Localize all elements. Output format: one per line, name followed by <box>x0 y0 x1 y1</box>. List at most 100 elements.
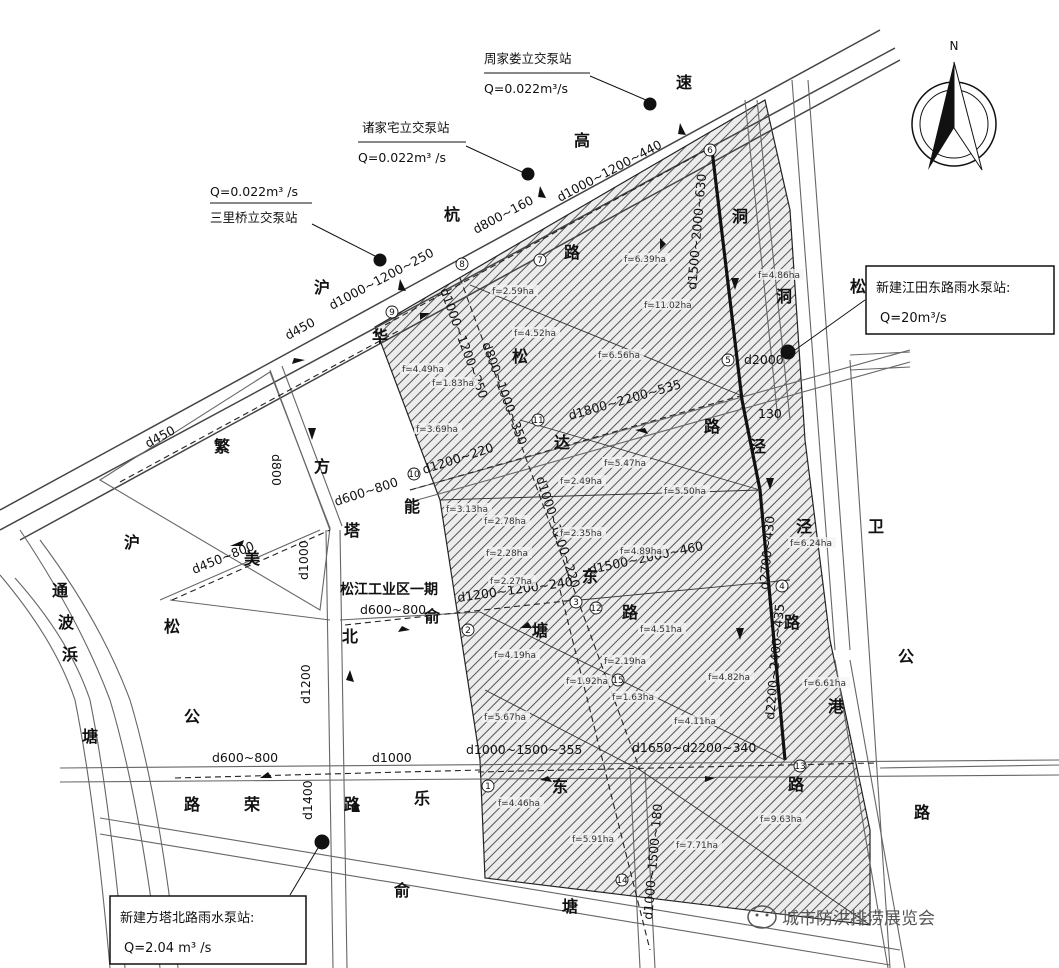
road-label: 速 <box>676 73 692 92</box>
road-label: 达 <box>554 433 570 452</box>
node-circle <box>455 257 469 271</box>
area-label: f=2.28ha <box>486 549 528 559</box>
pump-box-east-line1: 新建江田东路雨水泵站: <box>876 280 1010 296</box>
area-label-bg <box>618 545 666 556</box>
pump-box-south: 新建方塔北路雨水泵站: Q=2.04 m³ /s <box>109 895 307 965</box>
road-label: 路 <box>704 417 721 436</box>
road-label: 路 <box>344 795 361 814</box>
area-label-bg <box>788 537 836 548</box>
node-number: 3 <box>573 598 579 608</box>
area-label-bg <box>414 423 462 434</box>
area-label-bg <box>512 327 560 338</box>
road-label: 华 <box>372 327 388 346</box>
jiangtian-pump-dot <box>780 344 796 360</box>
road-label: 路 <box>914 803 931 822</box>
road-label: 杭 <box>444 205 460 224</box>
pipe-label: d1200 <box>298 664 313 704</box>
wechat-icon <box>747 905 777 929</box>
area-label: f=4.46ha <box>498 799 540 809</box>
pipe-label: d1650~d2200~340 <box>632 740 756 755</box>
zhujiazhai-station-flow: Q=0.022m³ /s <box>358 150 446 165</box>
node-circle <box>407 467 421 481</box>
area-label-bg <box>674 839 722 850</box>
area-label: f=2.27ha <box>490 577 532 587</box>
area-label-bg <box>444 503 492 514</box>
node-number: 9 <box>389 308 395 318</box>
north-label: N <box>950 39 959 53</box>
node-circle <box>721 353 735 367</box>
zhujiazhai-station-name: 诸家宅立交泵站 <box>362 120 450 135</box>
road-label: 俞 <box>393 881 411 900</box>
area-label: f=2.78ha <box>484 517 526 527</box>
pipe-label: 130 <box>758 406 782 421</box>
area-label: f=2.35ha <box>560 529 602 539</box>
road-label: 繁 <box>213 437 231 456</box>
node-number: 15 <box>612 676 623 686</box>
area-label: f=4.51ha <box>640 625 682 635</box>
pump-box-east-line2: Q=20m³/s <box>880 311 947 326</box>
pipe-label: d1000 <box>296 540 311 580</box>
node-number: 6 <box>707 146 713 156</box>
area-label: f=1.63ha <box>612 693 654 703</box>
pipe-label: d1400 <box>300 780 315 820</box>
area-label: f=2.49ha <box>560 477 602 487</box>
road-label: 能 <box>404 497 420 516</box>
pipe-label: d2700~430 <box>756 515 777 590</box>
road-label: 路 <box>184 795 201 814</box>
road-label: 路 <box>564 243 581 262</box>
road-label: 公 <box>184 707 200 726</box>
road-label: 俞 <box>423 607 441 626</box>
catchment-dividers <box>439 284 871 926</box>
area-label-bg <box>638 623 686 634</box>
pipe-label: d450 <box>142 422 177 450</box>
pump-box-south-line2: Q=2.04 m³ /s <box>124 941 212 956</box>
node-circle <box>589 601 603 615</box>
area-label: f=6.24ha <box>790 539 832 549</box>
area-label-bg <box>558 527 606 538</box>
road-label: 路 <box>784 613 801 632</box>
road-label: 高 <box>574 131 590 150</box>
area-label: f=2.59ha <box>492 287 534 297</box>
pipe-label: d450 <box>282 314 317 342</box>
area-label-bg <box>564 675 612 686</box>
road-label: 松 <box>512 347 528 366</box>
area-label: f=1.83ha <box>432 379 474 389</box>
watermark-text: 城市防洪排涝展览会 <box>782 909 935 929</box>
node-number: 1 <box>485 782 491 792</box>
area-label: f=4.89ha <box>620 547 662 557</box>
pipe-label: d2000 <box>744 352 784 367</box>
pipe-label: d800~160 <box>470 192 535 236</box>
node-number: 8 <box>459 260 465 270</box>
road-label: 乐 <box>414 789 430 808</box>
area-label-bg <box>484 547 532 558</box>
node-circle <box>775 579 789 593</box>
area-label-bg <box>596 349 644 360</box>
road-label: 洞 <box>732 207 748 226</box>
area-label: f=5.67ha <box>484 713 526 723</box>
road-label: 松 <box>850 277 866 296</box>
node-number: 12 <box>590 604 601 614</box>
road-label: 卫 <box>868 517 884 536</box>
area-label: f=5.50ha <box>664 487 706 497</box>
area-label-bg <box>610 691 658 702</box>
area-labels: f=6.39haf=2.59haf=11.02haf=4.52haf=6.56h… <box>400 253 850 851</box>
zone-label: 松江工业区一期 <box>340 581 438 598</box>
pipe-label: d600~800 <box>212 750 278 765</box>
trunk-sewer <box>710 149 787 761</box>
road-label: 方 <box>314 457 330 476</box>
area-label: f=4.82ha <box>708 673 750 683</box>
road-label: 路 <box>622 603 639 622</box>
area-label: f=6.61ha <box>804 679 846 689</box>
north-arrow: N <box>911 39 997 171</box>
area-label-bg <box>602 655 650 666</box>
road-label: 松 <box>164 617 180 636</box>
pipe-label: d1000 <box>372 750 412 765</box>
node-number: 7 <box>537 256 543 266</box>
area-label-bg <box>490 285 538 296</box>
area-label-bg <box>430 377 478 388</box>
road-label: 东 <box>552 777 568 796</box>
area-label: f=6.39ha <box>624 255 666 265</box>
fangta-pump-dot <box>314 834 330 850</box>
node-circle <box>531 413 545 427</box>
road-label: 波 <box>58 613 75 632</box>
